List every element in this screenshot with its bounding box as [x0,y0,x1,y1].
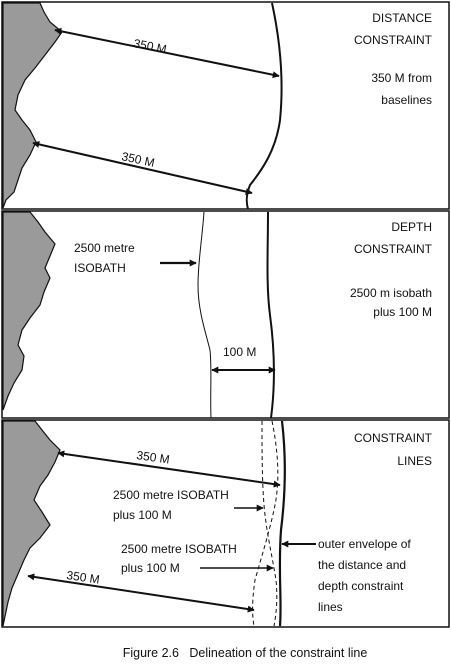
panel1-title-line2: CONSTRAINT [354,33,433,47]
distance-label-lower: 350 M [120,149,156,170]
depth-constraint-line [266,211,275,419]
isobath-label-lower-line1: 2500 metre ISOBATH [121,542,237,556]
panel2-desc-line2: plus 100 M [373,305,432,319]
coastline-land [2,420,61,627]
panel3-title-line1: CONSTRAINT [354,431,433,445]
figure-caption: Figure 2.6 Delineation of the constraint… [123,646,368,660]
isobath-label-line1: 2500 metre [74,241,135,255]
panel2-title-line1: DEPTH [391,220,432,234]
panel-depth-constraint: 100 M 2500 metre ISOBATH DEPTH CONSTRAIN… [1,210,450,419]
distance-label-100m: 100 M [223,345,256,359]
depth-line-dashed [261,420,278,627]
panel2-desc-line1: 2500 m isobath [350,286,432,300]
envelope-label-line3: depth constraint [318,579,404,593]
panel-frame [1,210,450,419]
distance-label-lower: 350 M [66,568,101,587]
coastline-land [2,2,63,209]
distance-arrow-upper [54,27,280,79]
distance-arrow-lower [27,573,255,613]
distance-label-upper: 350 M [132,36,167,56]
panel-frame [1,1,450,210]
panel-constraint-lines: 350 M 350 M 2500 metre ISOBATH plus 100 … [1,419,450,628]
panel-distance-constraint: 350 M 350 M DISTANCE CONSTRAINT 350 M fr… [1,1,450,210]
distance-arrow-upper [57,450,281,488]
isobath-label-lower-line2: plus 100 M [121,561,180,575]
panel1-desc-line1: 350 M from [371,71,432,85]
panel-frame [1,419,450,628]
distance-line-dashed [252,420,279,627]
outer-envelope-line [278,420,286,627]
envelope-label-line1: outer envelope of [318,537,411,551]
isobath-label-line2: ISOBATH [74,261,126,275]
isobath-2500m-line [197,211,212,419]
distance-arrow-lower [32,140,253,196]
panel2-title-line2: CONSTRAINT [354,242,433,256]
panel3-title-line2: LINES [397,454,432,468]
panel1-title-line1: DISTANCE [372,11,432,25]
isobath-label-upper-line1: 2500 metre ISOBATH [113,488,229,502]
envelope-label-line2: the distance and [318,558,406,572]
panel1-desc-line2: baselines [381,93,432,107]
envelope-label-line4: lines [318,600,343,614]
coastline-land [2,211,56,411]
isobath-label-upper-line2: plus 100 M [113,508,172,522]
distance-constraint-line [245,2,283,210]
distance-label-upper: 350 M [136,448,171,467]
